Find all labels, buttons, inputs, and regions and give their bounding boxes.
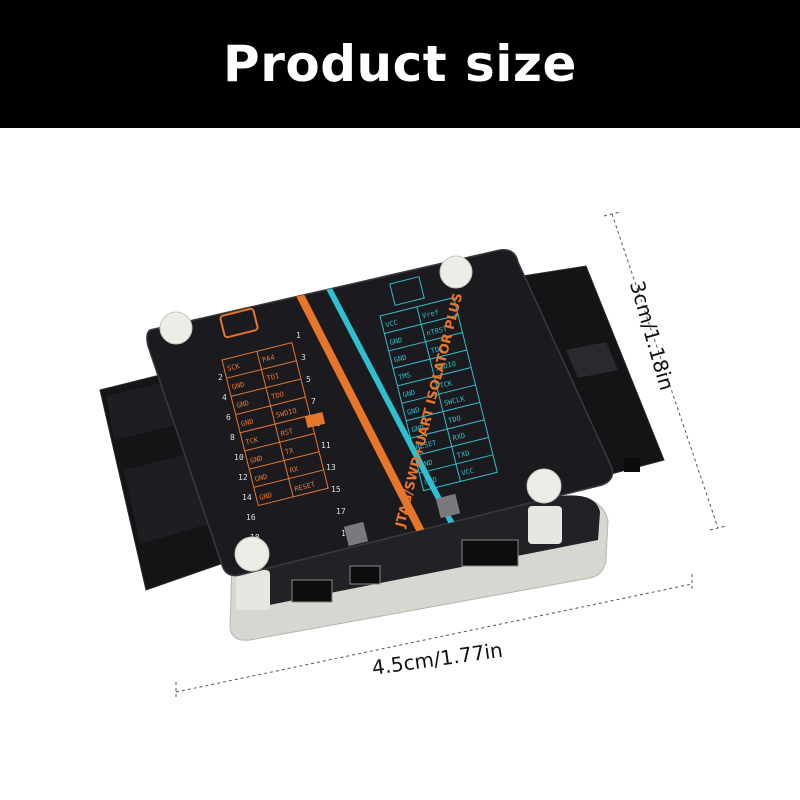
pin-number: 13 [326,463,336,472]
product-image: SCK PA4 GND TDI GND TDO GND SWDIO TCK RS… [99,211,727,700]
pin-label: PA4 [261,353,275,364]
orange-logo-mark [219,307,259,339]
pin-label: TDO [271,390,285,401]
pin-label: SCK [226,362,241,373]
pin-number: 8 [230,433,235,442]
pin-number: 17 [336,507,346,516]
chip-silkscreen-icon [389,276,425,306]
banner-title: Product size [223,35,577,93]
pin-number: 4 [222,393,227,402]
pin-number: 10 [234,453,244,462]
pin-number: 11 [321,441,331,450]
pin-label: GND [424,476,438,487]
pin-label: TDI [266,372,280,383]
pin-label: GND [231,381,245,392]
pin-label: GND [411,423,425,434]
pin-label: RX [289,465,300,475]
pin-number: 5 [306,375,311,384]
pin-number: 1 [296,331,301,340]
pin-label: RST [280,427,295,438]
pin-number: 7 [311,397,316,406]
pin-number: 3 [301,353,306,362]
pin-label: TDO [447,414,461,425]
width-dimension-line [175,574,693,700]
pin-label: GND [419,458,433,469]
tactile-buttons [291,539,519,603]
right-pin-table [379,297,498,492]
pin-label: GND [259,491,273,502]
pin-label: TX [284,446,295,456]
pin-number: 16 [246,513,256,522]
orange-stripe [296,294,440,562]
pin-label: GND [389,336,403,347]
pin-label: VCC [384,319,398,330]
pin-label: GND [254,473,268,484]
pin-number: 6 [226,413,231,422]
title-banner: Product size [0,0,800,128]
left-pin-labels: SCK PA4 GND TDI GND TDO GND SWDIO TCK RS… [226,353,316,502]
pin-label: TMS [398,371,412,382]
grey-pad-left [343,521,369,547]
pin-label: Vref [421,308,439,320]
orange-pad [304,412,326,428]
pin-label: GND [406,406,420,417]
pin-number: 12 [238,473,248,482]
top-pcb [146,249,614,577]
right-pin-labels: VCC Vref GND nTRST GND TDI TMS SWDIO GND… [384,308,475,487]
cyan-stripe [326,288,470,553]
pin-label: GND [249,454,263,465]
pin-label: TDI [430,344,444,355]
pin-label: TXD [456,449,470,460]
pin-number: 14 [242,493,252,502]
grey-pad-right [435,493,461,519]
pin-label: TCK [245,436,260,447]
pin-label: GND [393,354,407,365]
pin-number: 15 [331,485,341,494]
screw-heads [159,255,562,572]
height-dimension-line [603,211,727,531]
pin-label: VCC [461,467,475,478]
pin-label: GND [240,417,254,428]
pin-number: 2 [218,373,223,382]
pin-label: GND [236,399,250,410]
pin-label: TCK [439,379,454,390]
pin-label: GND [402,388,416,399]
pin-label: RXD [452,432,466,443]
